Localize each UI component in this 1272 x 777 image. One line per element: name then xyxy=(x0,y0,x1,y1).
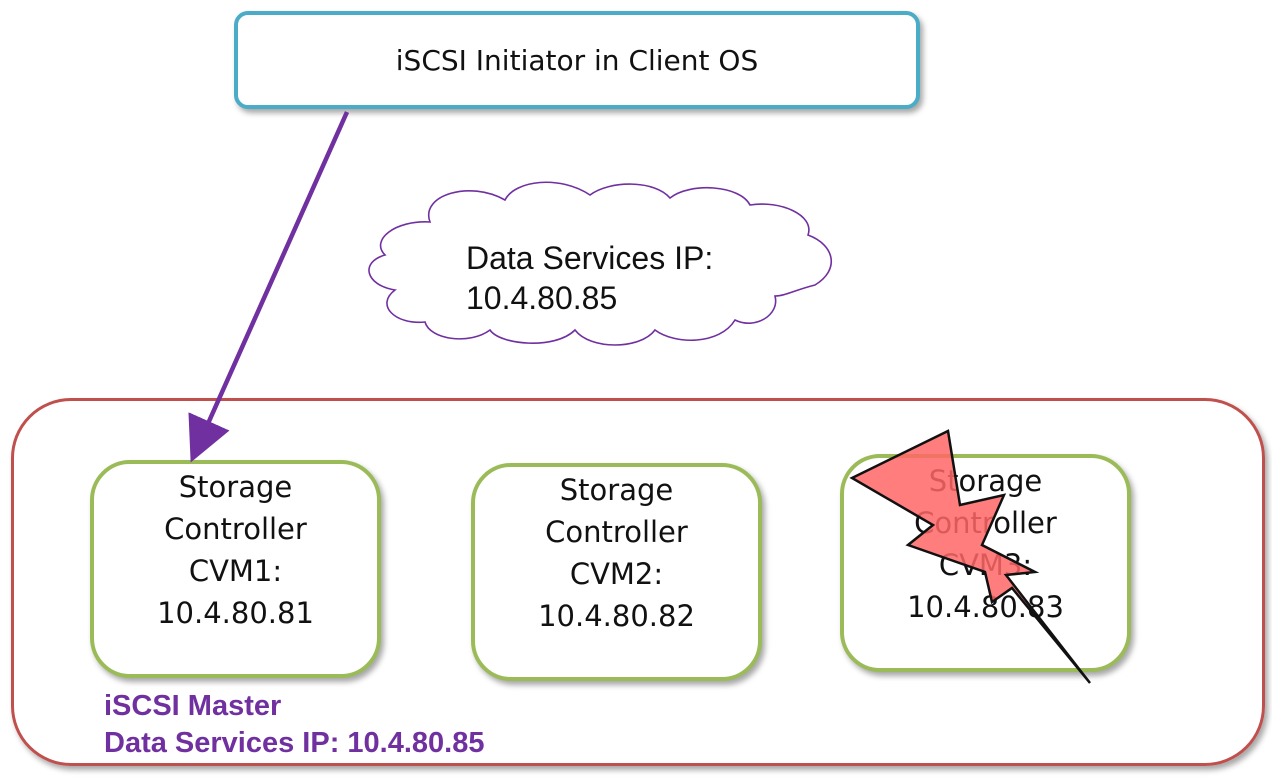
iscsi-master-label: iSCSI Master Data Services IP: 10.4.80.8… xyxy=(104,688,484,762)
cvm2-line2: Controller xyxy=(545,515,688,549)
cloud-label-line2: 10.4.80.85 xyxy=(466,280,618,316)
client-initiator-box: iSCSI Initiator in Client OS xyxy=(234,11,920,109)
cvm1-box: Storage Controller CVM1: 10.4.80.81 xyxy=(90,460,381,678)
client-initiator-label: iSCSI Initiator in Client OS xyxy=(395,43,759,77)
lightning-failure-icon xyxy=(849,429,1091,684)
connection-arrow xyxy=(188,111,350,463)
cvm1-ip: 10.4.80.81 xyxy=(157,596,314,630)
cvm1-line1: Storage xyxy=(178,470,293,504)
cvm2-box: Storage Controller CVM2: 10.4.80.82 xyxy=(471,463,762,681)
cvm2-line1: Storage xyxy=(559,473,674,507)
cloud-label-line1: Data Services IP: xyxy=(466,240,714,276)
cluster-box xyxy=(11,398,1265,766)
cvm1-line3: CVM1: xyxy=(188,554,283,588)
iscsi-master-line1: iSCSI Master xyxy=(104,690,282,722)
cvm2-ip: 10.4.80.82 xyxy=(538,599,695,633)
iscsi-master-line2: Data Services IP: 10.4.80.85 xyxy=(104,727,485,759)
cloud-label: Data Services IP: 10.4.80.85 xyxy=(466,238,713,318)
cvm2-line3: CVM2: xyxy=(569,557,664,591)
cvm1-line2: Controller xyxy=(164,512,307,546)
